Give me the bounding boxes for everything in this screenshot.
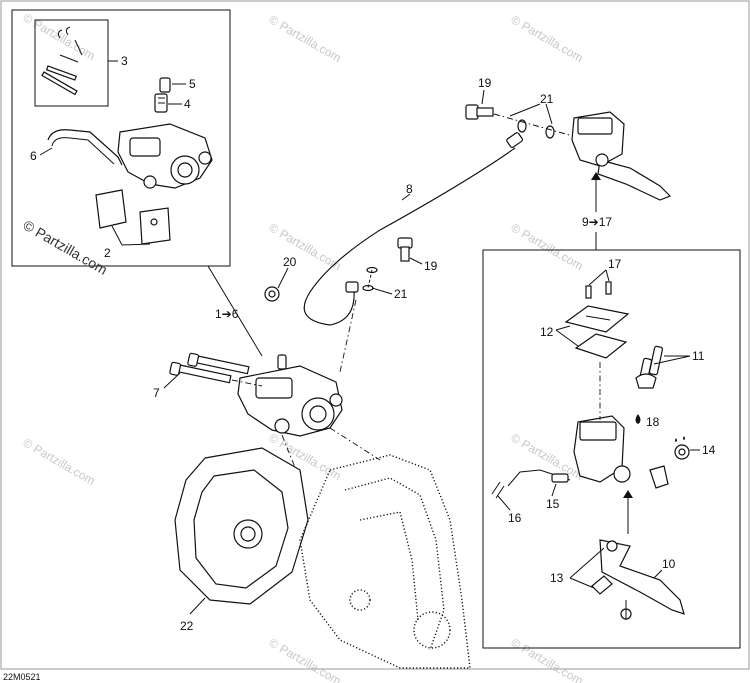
kit-connector-line — [207, 265, 263, 357]
callout-21-lower: 21 — [394, 287, 408, 301]
partzilla-watermark-large: © Partzilla.com — [21, 217, 111, 278]
watermark: © Partzilla.com — [509, 220, 586, 273]
leader-20 — [277, 267, 289, 289]
diagram-code: 22M0521 — [3, 672, 41, 682]
watermark: © Partzilla.com — [21, 435, 98, 488]
washers-lower — [362, 266, 378, 292]
callout-13: 13 — [550, 571, 564, 585]
leader-16 — [497, 495, 511, 511]
callout-8: 8 — [406, 182, 413, 196]
callout-22: 22 — [180, 619, 194, 633]
bleed-screw — [154, 77, 171, 113]
brake-switch — [649, 436, 690, 489]
reservoir-cover — [564, 305, 630, 359]
arrow-head-9-17 — [591, 172, 601, 180]
callout-3: 3 — [121, 54, 128, 68]
leader-19-lower — [409, 257, 423, 265]
callout-16: 16 — [508, 511, 522, 525]
clamp-bolts — [635, 345, 664, 389]
callout-19-lower: 19 — [424, 259, 438, 273]
brake-line-6 — [47, 129, 123, 166]
watermarks: © Partzilla.com © Partzilla.com © Partzi… — [21, 10, 586, 683]
callout-7: 7 — [153, 386, 160, 400]
main-caliper — [237, 354, 343, 437]
banjo-bolt-upper — [465, 104, 494, 120]
callout-10: 10 — [662, 557, 676, 571]
leader-22 — [189, 597, 206, 615]
master-cylinder-body — [573, 415, 631, 483]
callout-9-17: 9➔17 — [582, 215, 612, 229]
kit-caliper — [117, 123, 213, 189]
leader-15 — [551, 483, 557, 497]
leader-17 — [588, 269, 607, 286]
brake-hose — [303, 132, 524, 326]
master-cylinder-box — [482, 249, 741, 649]
reservoir-screws — [585, 281, 612, 299]
watermark: © Partzilla.com — [267, 220, 344, 273]
master-cylinder-assembly-top — [571, 111, 672, 201]
callout-21-upper: 21 — [540, 92, 554, 106]
leader-2 — [111, 225, 123, 246]
leader-10 — [653, 569, 663, 579]
callout-11: 11 — [692, 349, 705, 363]
leader-7 — [163, 372, 181, 389]
callout-12: 12 — [540, 325, 554, 339]
caliper-bolts — [169, 352, 250, 384]
leader-21-lower — [371, 287, 393, 295]
watermark: © Partzilla.com — [509, 12, 586, 65]
watermark: © Partzilla.com — [267, 635, 344, 683]
callout-18: 18 — [646, 415, 660, 429]
pin-kit-parts — [41, 26, 83, 96]
callout-19-upper: 19 — [478, 76, 492, 90]
brake-disc — [174, 447, 309, 605]
watermark: © Partzilla.com — [509, 635, 586, 683]
callout-5: 5 — [189, 77, 196, 91]
leader-13 — [569, 547, 605, 579]
brake-lever — [591, 539, 685, 620]
callout-14: 14 — [702, 443, 716, 457]
banjo-bolt-lower — [397, 237, 413, 262]
leader-6 — [39, 147, 53, 156]
pin-kit-box — [34, 19, 109, 107]
brake-pads — [95, 189, 171, 245]
washers-upper — [493, 113, 581, 139]
leader-8 — [401, 193, 411, 201]
arrow-head-lever-up — [623, 490, 633, 498]
callout-2: 2 — [104, 246, 111, 260]
callout-17: 17 — [608, 257, 622, 271]
callout-6: 6 — [30, 149, 37, 163]
watermark: © Partzilla.com — [267, 12, 344, 65]
switch-wire-sleeve — [551, 473, 569, 483]
chaincase-housing — [299, 454, 471, 669]
wire-connector — [491, 481, 505, 499]
callout-1-6: 1➔6 — [215, 307, 239, 321]
callout-15: 15 — [546, 497, 560, 511]
leader-21-upper — [509, 103, 541, 117]
caliper-kit-box — [11, 9, 231, 267]
leader-12 — [555, 325, 571, 331]
callout-20: 20 — [283, 255, 297, 269]
fluid-drop-icon — [635, 414, 641, 424]
leader-19-upper — [481, 89, 485, 105]
watermark: © Partzilla.com — [509, 430, 586, 483]
hose-clamp — [264, 286, 280, 302]
callout-4: 4 — [184, 97, 191, 111]
